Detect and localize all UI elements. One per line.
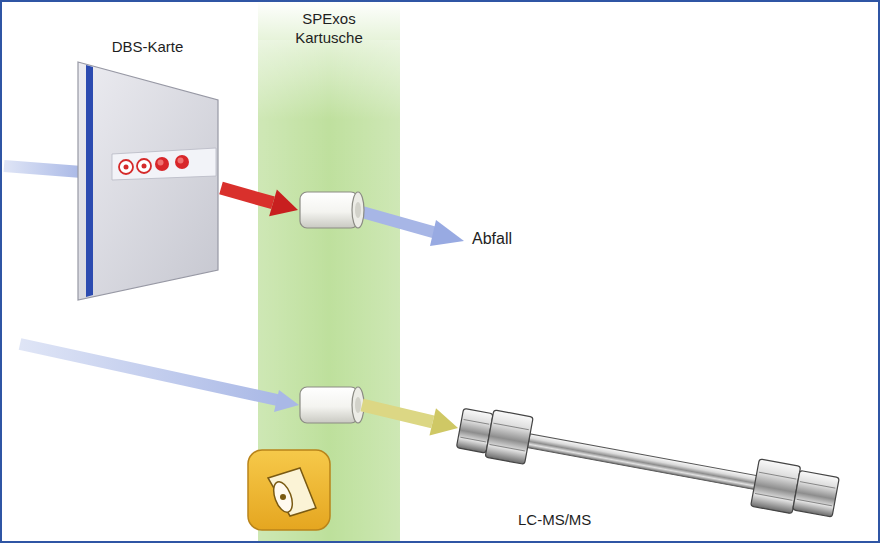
waste-arrow [362,212,440,234]
flow-line [20,344,282,401]
blood-spot [155,157,169,171]
node-heading: SPExos Kartusche [284,10,374,48]
arrow-shaft [221,188,273,203]
flow-arrowhead [274,390,299,412]
waste-label: Abfall [472,229,512,248]
blood-spot [137,159,151,173]
sample-card: DBS-Karte [70,30,225,305]
spe-cartridge [300,387,364,423]
spe-band: SPExos Kartusche [258,0,400,543]
node-heading: DBS-Karte [70,38,225,57]
robot-icon [248,450,330,530]
node-heading: LC-MS/MS [518,511,638,530]
column-outline [450,395,865,540]
card-stripe [86,65,93,297]
waste-arrowhead [430,220,464,246]
card-body [78,62,218,300]
blood-spot [119,160,133,174]
blood-spot [175,155,189,169]
flow-arrow [221,188,298,216]
lc-column-drawing [456,404,840,521]
spot-strip [112,148,216,180]
flow-arrow [362,405,458,436]
flow-line [4,166,82,172]
arrow-shaft [362,405,433,422]
spe-cartridge [300,192,364,228]
arrowhead [429,408,458,435]
arrowhead [269,189,298,216]
lc-column: LC-MS/MS [450,395,865,540]
card-outline [70,30,225,305]
